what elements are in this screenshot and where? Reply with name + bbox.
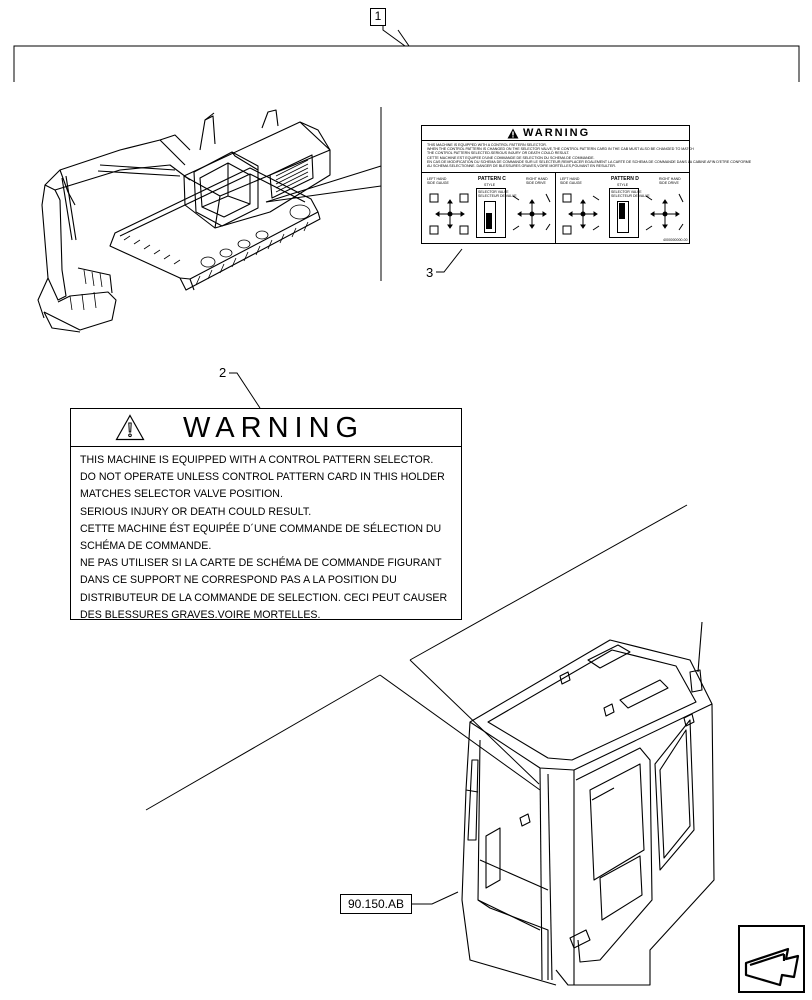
- decal-header: WARNING: [422, 126, 689, 141]
- callout-3-leader: [436, 248, 463, 273]
- reference-leader: [412, 891, 459, 905]
- excavator-drawing: [37, 109, 331, 333]
- arrow-icon: [744, 947, 800, 987]
- valve-icon: [484, 201, 496, 233]
- left-hand-label: LEFT HAND SIDE GAUGE: [560, 177, 582, 185]
- decal-rule: [422, 172, 689, 173]
- warning-line: DES BLESSURES GRAVES.VOIRE MORTELLES.: [80, 608, 321, 621]
- decal-text: THIS MACHINE IS EQUIPPED WITH A CONTROL …: [427, 143, 752, 169]
- valve-lever-icon: [619, 203, 625, 219]
- warning-line: THIS MACHINE IS EQUIPPED WITH A CONTROL …: [80, 454, 434, 466]
- warning-line: DANS CE SUPPORT NE CORRESPOND PAS A LA P…: [80, 574, 397, 587]
- callout-3[interactable]: 3: [426, 265, 434, 280]
- decal-pattern-c: LEFT HAND SIDE GAUGE PATTERN C STYLE RIG…: [424, 174, 556, 242]
- selector-valve-box: SELECTOR VALVE SELECTEUR DE VALVE: [609, 188, 650, 238]
- selector-label: SELECTOR VALVE SELECTEUR DE VALVE: [478, 190, 517, 198]
- decal-line: AU SCHEMA SELECTIONNE. DANGER DE BLESSUR…: [427, 164, 616, 169]
- pattern-label: PATTERN C: [478, 176, 506, 182]
- decal-line: THIS MACHINE IS EQUIPPED WITH A CONTROL …: [427, 143, 547, 147]
- decal-leader: [265, 107, 382, 281]
- right-hand-label: RIGHT HAND SIDE DRIVE: [659, 177, 681, 185]
- cab-leader-lines: [145, 504, 688, 811]
- right-hand-label: RIGHT HAND SIDE DRIVE: [526, 177, 548, 185]
- decal-title: WARNING: [523, 127, 591, 139]
- right-joystick-diagram-icon: [645, 193, 684, 231]
- callout-2[interactable]: 2: [219, 365, 227, 380]
- style-label: STYLE: [617, 183, 629, 187]
- reference-link-90-150-ab[interactable]: 90.150.AB: [340, 894, 412, 914]
- warning-title: WARNING: [183, 412, 365, 444]
- warning-line: NE PAS UTILISER SI LA CARTE DE SCHÉMA DE…: [80, 557, 442, 570]
- style-label: STYLE: [484, 183, 496, 187]
- warning-line: CETTE MACHINE ÉST EQUIPÉE D´UNE COMMANDE…: [80, 522, 442, 535]
- warning-text: THIS MACHINE IS EQUIPPED WITH A CONTROL …: [80, 452, 460, 624]
- valve-lever-icon: [486, 213, 492, 229]
- warning-line: DISTRIBUTEUR DE LA COMMANDE DE SELECTION…: [80, 591, 448, 604]
- decal-part-code: 4000000000-00: [663, 238, 688, 242]
- decal-line: THE CONTROL PATTERN SELECTED.SERIOUS INJ…: [427, 151, 570, 156]
- warning-line: SCHÉMA DE COMMANDE.: [80, 540, 212, 553]
- decal-divider: [555, 173, 556, 243]
- warning-triangle-icon: [115, 414, 145, 441]
- left-hand-label: LEFT HAND SIDE GAUGE: [427, 177, 449, 185]
- cab-drawing: [461, 621, 715, 986]
- decal-pattern-d: LEFT HAND SIDE GAUGE PATTERN D STYLE RIG…: [557, 174, 689, 242]
- callout-1[interactable]: 1: [370, 8, 386, 26]
- left-joystick-diagram-icon: [562, 193, 600, 235]
- warning-header: WARNING: [71, 409, 461, 447]
- warning-line: SERIOUS INJURY OR DEATH COULD RESULT.: [80, 505, 312, 518]
- warning-line: MATCHES SELECTOR VALVE POSITION.: [80, 488, 283, 501]
- pattern-label: PATTERN D: [611, 176, 639, 182]
- warning-triangle-icon: [507, 128, 519, 139]
- warning-label: WARNING THIS MACHINE IS EQUIPPED WITH A …: [70, 408, 462, 621]
- item-1-bracket: [13, 24, 800, 82]
- decal-line: EN CAS DE MODIFICATION DU SCHEMA DE COMM…: [427, 159, 752, 164]
- selector-label: SELECTOR VALVE SELECTEUR DE VALVE: [611, 190, 650, 198]
- decal-line: CETTE MACHINE EST EQUIPEE D'UNE COMMANDE…: [427, 155, 595, 160]
- warning-line: DO NOT OPERATE UNLESS CONTROL PATTERN CA…: [80, 471, 445, 484]
- selector-valve-box: SELECTOR VALVE SELECTEUR DE VALVE: [476, 188, 517, 238]
- decal-line: WHEN THE CONTROL PATTERN IS CHANGED ON T…: [427, 147, 694, 152]
- valve-icon: [617, 201, 629, 233]
- control-pattern-decal: WARNING THIS MACHINE IS EQUIPPED WITH A …: [421, 125, 752, 244]
- left-joystick-diagram-icon: [429, 193, 469, 235]
- right-joystick-diagram-icon: [512, 193, 551, 231]
- callout-2-leader: [229, 372, 261, 409]
